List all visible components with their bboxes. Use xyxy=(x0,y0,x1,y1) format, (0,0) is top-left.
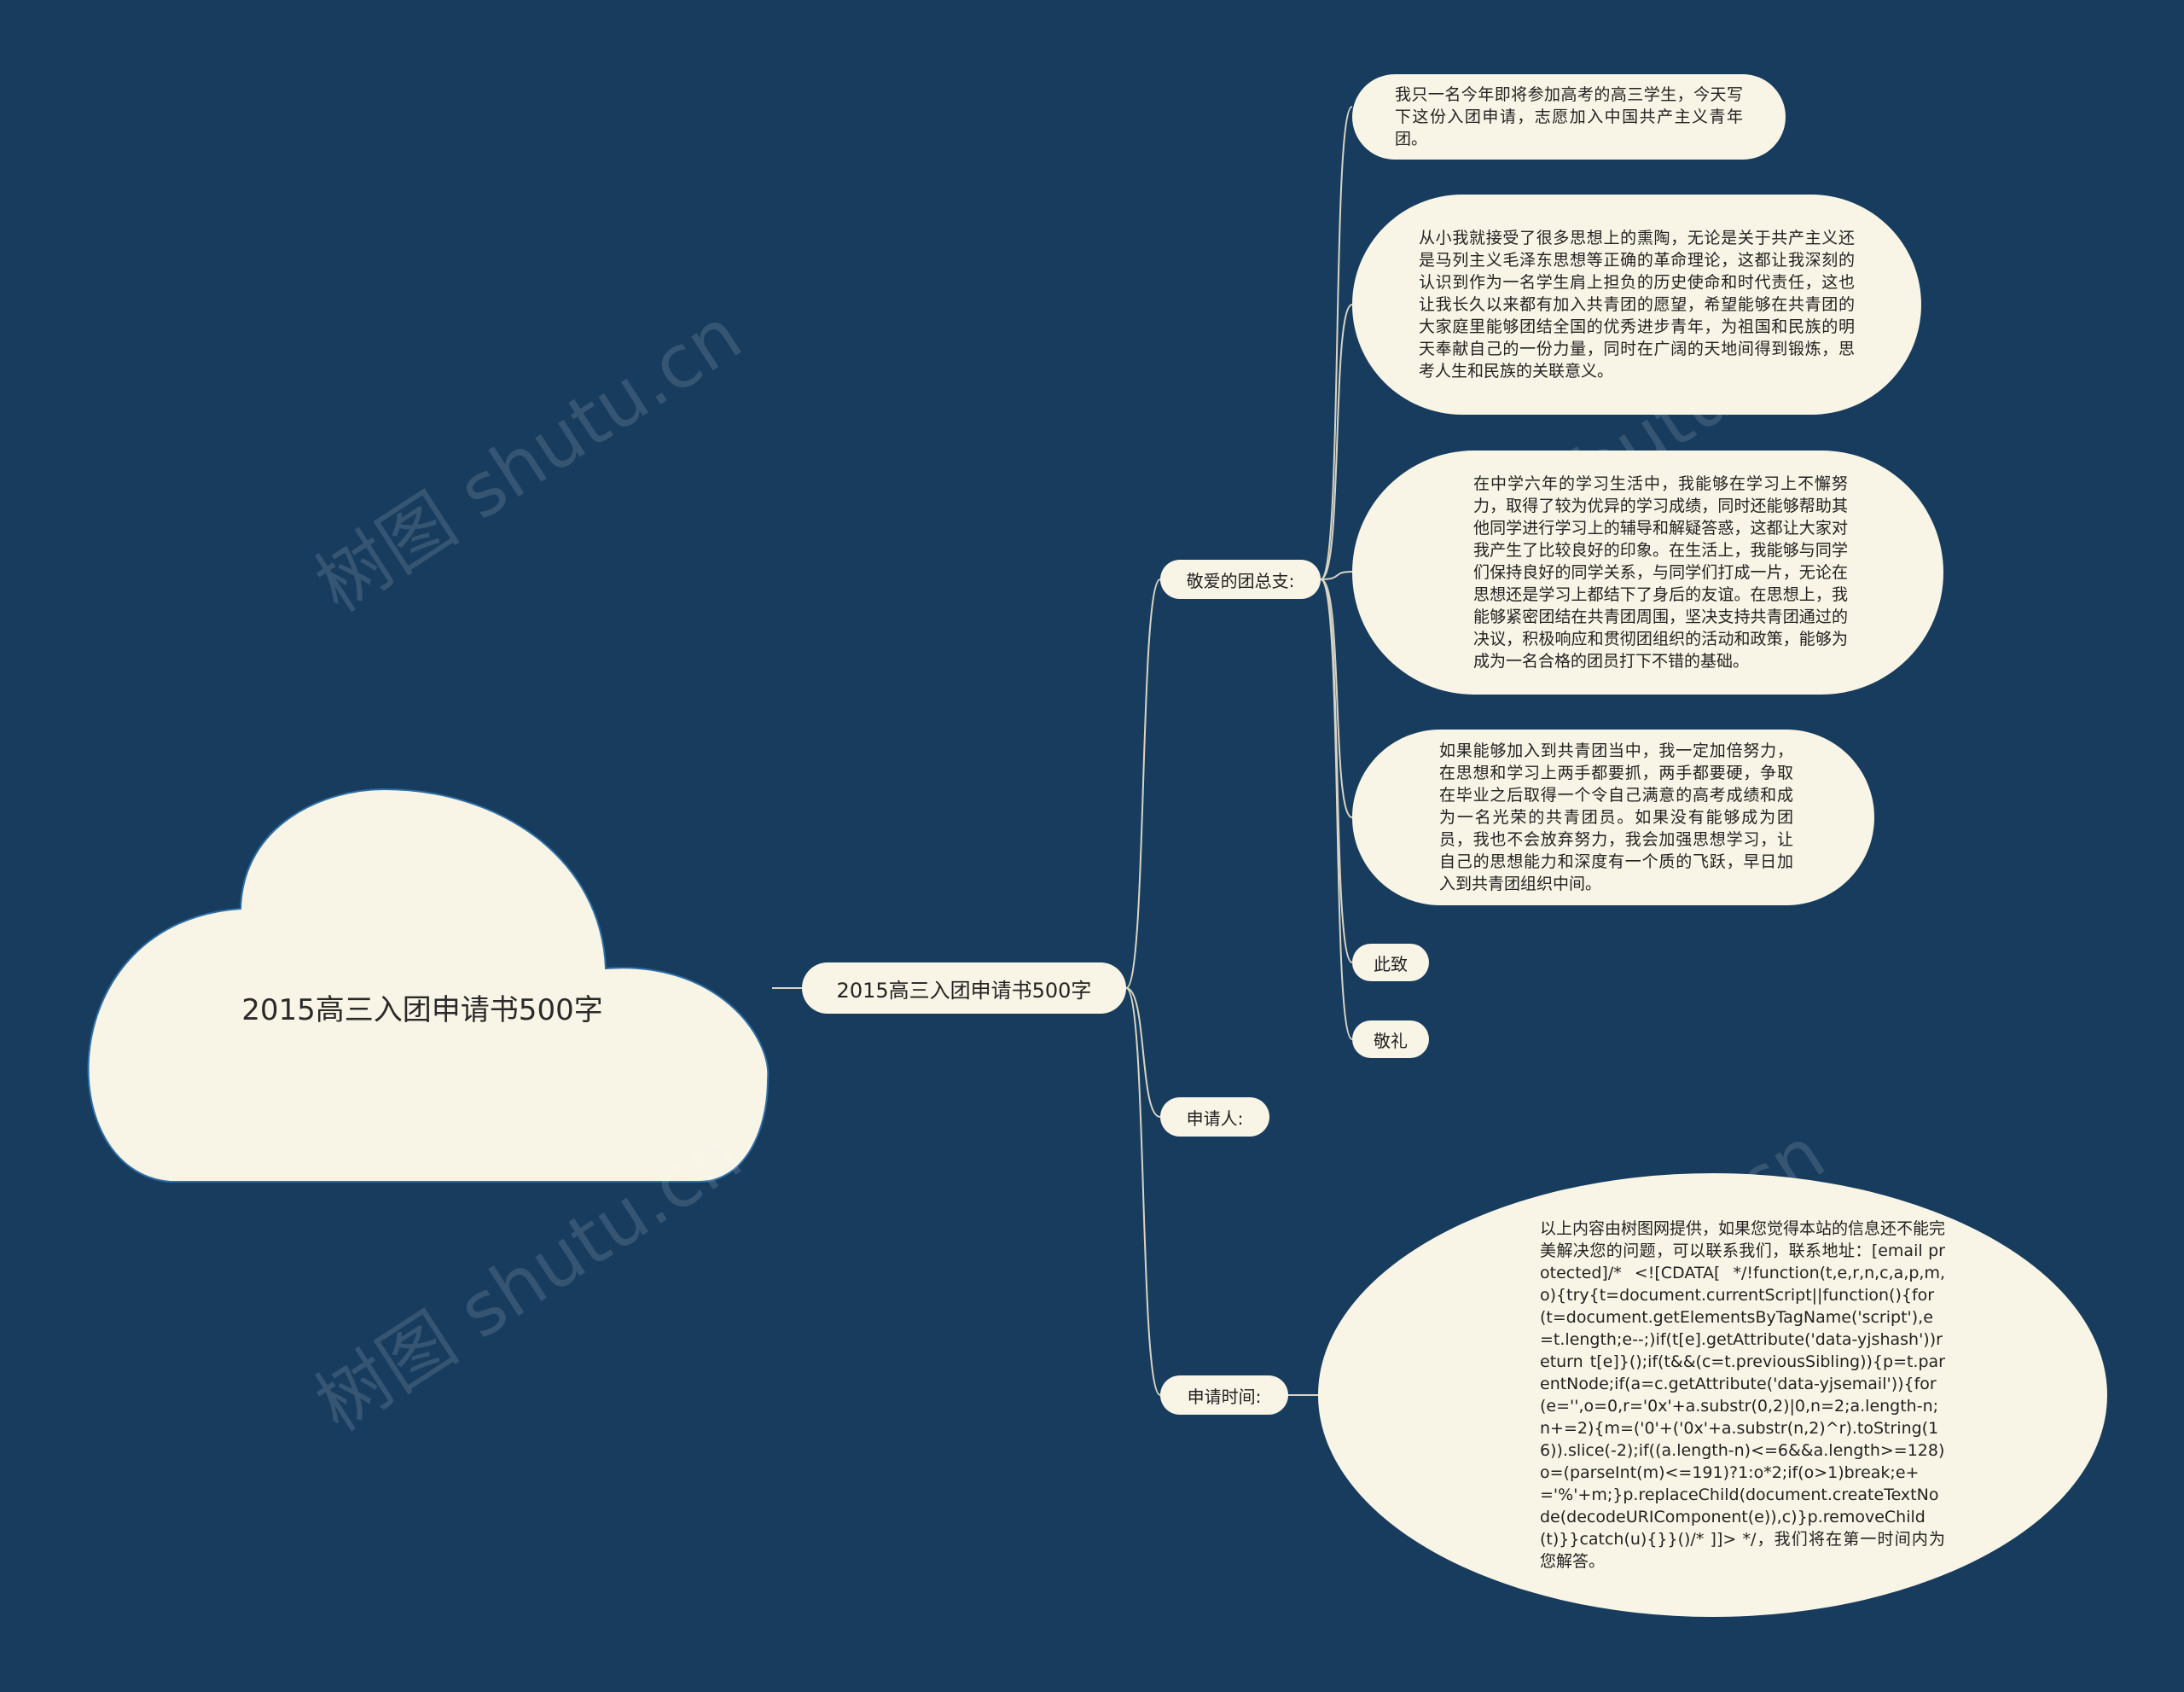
branch-application-time[interactable]: 申请时间: xyxy=(1160,1375,1288,1415)
root-title[interactable]: 2015高三入团申请书500字 xyxy=(241,993,603,1027)
leaf-thought-text: 从小我就接受了很多思想上的熏陶，无论是关于共产主义还是马列主义毛泽东思想等正确的… xyxy=(1419,229,1855,381)
leaf-thought[interactable]: 从小我就接受了很多思想上的熏陶，无论是关于共产主义还是马列主义毛泽东思想等正确的… xyxy=(1352,195,1921,415)
leaf-contact-info-text: 以上内容由树图网提供，如果您觉得本站的信息还不能完美解决您的问题，可以联系我们，… xyxy=(1540,1219,1946,1571)
leaf-study-life-text: 在中学六年的学习生活中，我能够在学习上不懈努力，取得了较为优异的学习成绩，同时还… xyxy=(1473,474,1848,671)
branch-dear-committee[interactable]: 敬爱的团总支: xyxy=(1160,560,1321,599)
leaf-cizhi[interactable]: 此致 xyxy=(1352,944,1429,981)
hub-node[interactable]: 2015高三入团申请书500字 xyxy=(802,962,1126,1014)
leaf-resolution-text: 如果能够加入到共青团当中，我一定加倍努力，在思想和学习上两手都要抓，两手都要硬，… xyxy=(1439,741,1793,893)
leaf-intro-text: 我只一名今年即将参加高考的高三学生，今天写下这份入团申请，志愿加入中国共产主义青… xyxy=(1395,85,1743,148)
leaf-resolution[interactable]: 如果能够加入到共青团当中，我一定加倍努力，在思想和学习上两手都要抓，两手都要硬，… xyxy=(1352,730,1874,905)
branch-applicant[interactable]: 申请人: xyxy=(1160,1097,1269,1137)
leaf-study-life[interactable]: 在中学六年的学习生活中，我能够在学习上不懈努力，取得了较为优异的学习成绩，同时还… xyxy=(1352,451,1943,695)
root-cloud-shape xyxy=(87,788,770,1183)
leaf-contact-info[interactable]: 以上内容由树图网提供，如果您觉得本站的信息还不能完美解决您的问题，可以联系我们，… xyxy=(1318,1173,2107,1617)
leaf-jingli[interactable]: 敬礼 xyxy=(1352,1020,1429,1058)
leaf-intro[interactable]: 我只一名今年即将参加高考的高三学生，今天写下这份入团申请，志愿加入中国共产主义青… xyxy=(1352,74,1786,160)
